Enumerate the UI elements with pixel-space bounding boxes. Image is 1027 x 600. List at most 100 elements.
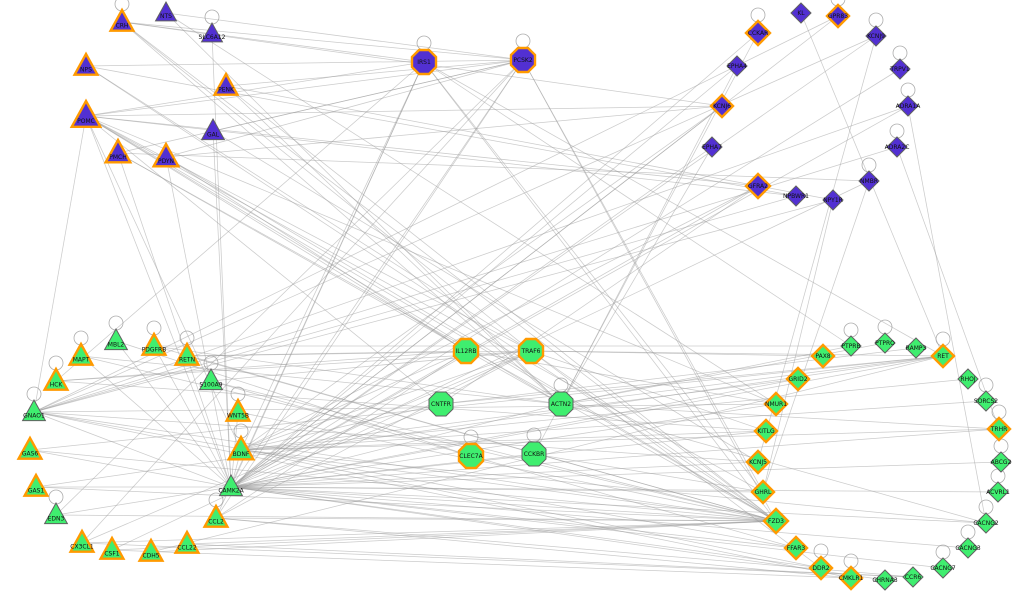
node-CSF1[interactable]: CSF1 <box>98 535 126 560</box>
self-loop-CACNG2 <box>978 499 994 515</box>
edge-BDNF-KITLG <box>240 430 767 451</box>
node-NTS[interactable]: NTS <box>154 0 178 22</box>
node-SORCS2[interactable]: SORCS2 <box>974 390 998 412</box>
self-loop-ABCG2 <box>993 438 1009 454</box>
edge-GNAO1-FZD3 <box>33 411 777 522</box>
node-PTPRO[interactable]: PTPRO <box>874 332 896 354</box>
edge-SLC6A12-CAMK2A <box>211 33 232 488</box>
edge-CAMK2A-CHRNA3 <box>230 486 886 581</box>
node-shape <box>212 71 240 96</box>
node-shape <box>200 21 224 43</box>
node-TRPV1[interactable]: TRPV1 <box>889 58 911 80</box>
edge-NTS-PCSK2 <box>165 12 524 61</box>
edge-CAMK2A-NMUR1 <box>230 403 777 488</box>
edge-CSF1-TRAF6 <box>111 350 532 551</box>
edge-CCL2-TRAF6 <box>215 350 532 519</box>
node-shape <box>709 93 735 119</box>
node-NMUR1[interactable]: NMUR1 <box>763 391 789 417</box>
node-ACTN2[interactable]: ACTN2 <box>548 391 574 417</box>
node-CACNG7[interactable]: CACNG7 <box>930 557 956 579</box>
node-PCSK2[interactable]: PCSK2 <box>509 46 537 74</box>
node-GAS6[interactable]: GAS6 <box>16 435 44 460</box>
edge-MBL2-CAMK2A <box>115 340 232 488</box>
node-KCNJ9[interactable]: KCNJ9 <box>865 25 887 47</box>
node-NPBWR1[interactable]: NPBWR1 <box>783 185 809 207</box>
node-shape <box>548 391 574 417</box>
node-ADRA2C[interactable]: ADRA2C <box>885 136 910 158</box>
node-shape <box>68 528 96 553</box>
node-FFAR3[interactable]: FFAR3 <box>783 535 809 561</box>
node-CMKLR1[interactable]: CMKLR1 <box>838 565 864 591</box>
edge-CCL22-FZD3 <box>186 520 777 545</box>
node-CCKAR[interactable]: CCKAR <box>744 19 772 47</box>
node-GPR83[interactable]: GPR83 <box>825 3 851 29</box>
edge-CCL2-CCR6 <box>215 517 914 578</box>
node-shape <box>790 2 812 24</box>
node-CRH[interactable]: CRH <box>108 7 136 32</box>
node-PDGFRB[interactable]: PDGFRB <box>140 331 168 356</box>
node-IRS1[interactable]: IRS1 <box>410 48 438 76</box>
node-GAS1[interactable]: GAS1 <box>22 472 50 497</box>
node-CHRNA3[interactable]: CHRNA3 <box>872 569 898 591</box>
node-shape <box>874 332 896 354</box>
node-CNTFR[interactable]: CNTFR <box>428 391 454 417</box>
node-shape <box>428 391 454 417</box>
self-loop-ACVRL1 <box>990 468 1006 484</box>
self-loop-PCSK2 <box>515 33 531 49</box>
node-shape <box>975 390 997 412</box>
node-PENK[interactable]: PENK <box>212 71 240 96</box>
node-TRHR[interactable]: TRHR <box>986 416 1012 442</box>
edge-PDYN-PCSK2 <box>165 59 524 158</box>
node-RET[interactable]: RET <box>930 343 956 369</box>
node-GFRA2[interactable]: GFRA2 <box>744 172 772 200</box>
node-EDN3[interactable]: EDN3 <box>43 501 69 525</box>
node-CCR6[interactable]: CCR6 <box>902 566 924 588</box>
edge-GFRA2-CAMK2A <box>230 185 759 488</box>
node-CCKBR[interactable]: CCKBR <box>521 441 547 467</box>
node-KCNJ6[interactable]: KCNJ6 <box>709 93 735 119</box>
node-shape <box>897 95 919 117</box>
node-GRID2[interactable]: GRID2 <box>785 366 811 392</box>
node-PAX8[interactable]: PAX8 <box>810 343 836 369</box>
node-RHOJ[interactable]: RHOJ <box>957 368 979 390</box>
node-MBL2[interactable]: MBL2 <box>103 327 129 351</box>
edge-POMC-PCSK2 <box>85 59 524 117</box>
node-RAMP3[interactable]: RAMP3 <box>905 337 927 359</box>
edge-CAMK2A-CACNG7 <box>230 486 944 569</box>
node-NPS[interactable]: NPS <box>72 51 100 76</box>
node-PTPRB[interactable]: PTPRB <box>840 335 862 357</box>
node-CACNG3[interactable]: CACNG3 <box>955 537 981 559</box>
node-HCK[interactable]: HCK <box>42 366 70 391</box>
edge-POMC-NPBWR1 <box>85 115 797 197</box>
node-GHRL[interactable]: GHRL <box>750 479 776 505</box>
node-CLEC7A[interactable]: CLEC7A <box>457 442 485 470</box>
edge-IRS1-GHRL <box>423 61 764 493</box>
node-EPHA7[interactable]: EPHA7 <box>701 136 723 158</box>
edge-ADRA1A-CACNG2 <box>907 105 987 524</box>
edge-KCNJ9-KCNJ5 <box>757 35 877 463</box>
node-TRAF6[interactable]: TRAF6 <box>517 337 545 365</box>
node-KL[interactable]: KL <box>790 2 812 24</box>
node-NMBR[interactable]: NMBR <box>858 170 880 192</box>
node-KITLG[interactable]: KITLG <box>753 418 779 444</box>
edge-GAS1-FZD3 <box>35 486 777 522</box>
node-CCL22[interactable]: CCL22 <box>173 529 201 554</box>
node-GNAO1[interactable]: GNAO1 <box>21 398 47 422</box>
node-ABCG2[interactable]: ABCG2 <box>990 451 1012 473</box>
edge-CAMK2A-ACVRL1 <box>230 486 999 493</box>
node-shape <box>905 337 927 359</box>
node-IL12RB[interactable]: IL12RB <box>452 337 480 365</box>
edge-ADRA2C-TRHR <box>896 146 1000 430</box>
node-CACNG2[interactable]: CACNG2 <box>973 512 999 534</box>
node-WNT5B[interactable]: WNT5B <box>224 397 252 422</box>
node-ADRA1A[interactable]: ADRA1A <box>896 95 922 117</box>
node-ACVRL1[interactable]: ACVRL1 <box>986 481 1010 503</box>
self-loop-CCKBR <box>526 427 542 443</box>
node-MAPT[interactable]: MAPT <box>67 341 95 366</box>
node-shape <box>218 473 244 497</box>
node-NPY1R[interactable]: NPY1R <box>822 189 844 211</box>
edge-EDN3-FZD3 <box>55 514 777 522</box>
edge-CSF1-FZD3 <box>111 520 777 551</box>
node-POMC[interactable]: POMC <box>69 98 103 129</box>
